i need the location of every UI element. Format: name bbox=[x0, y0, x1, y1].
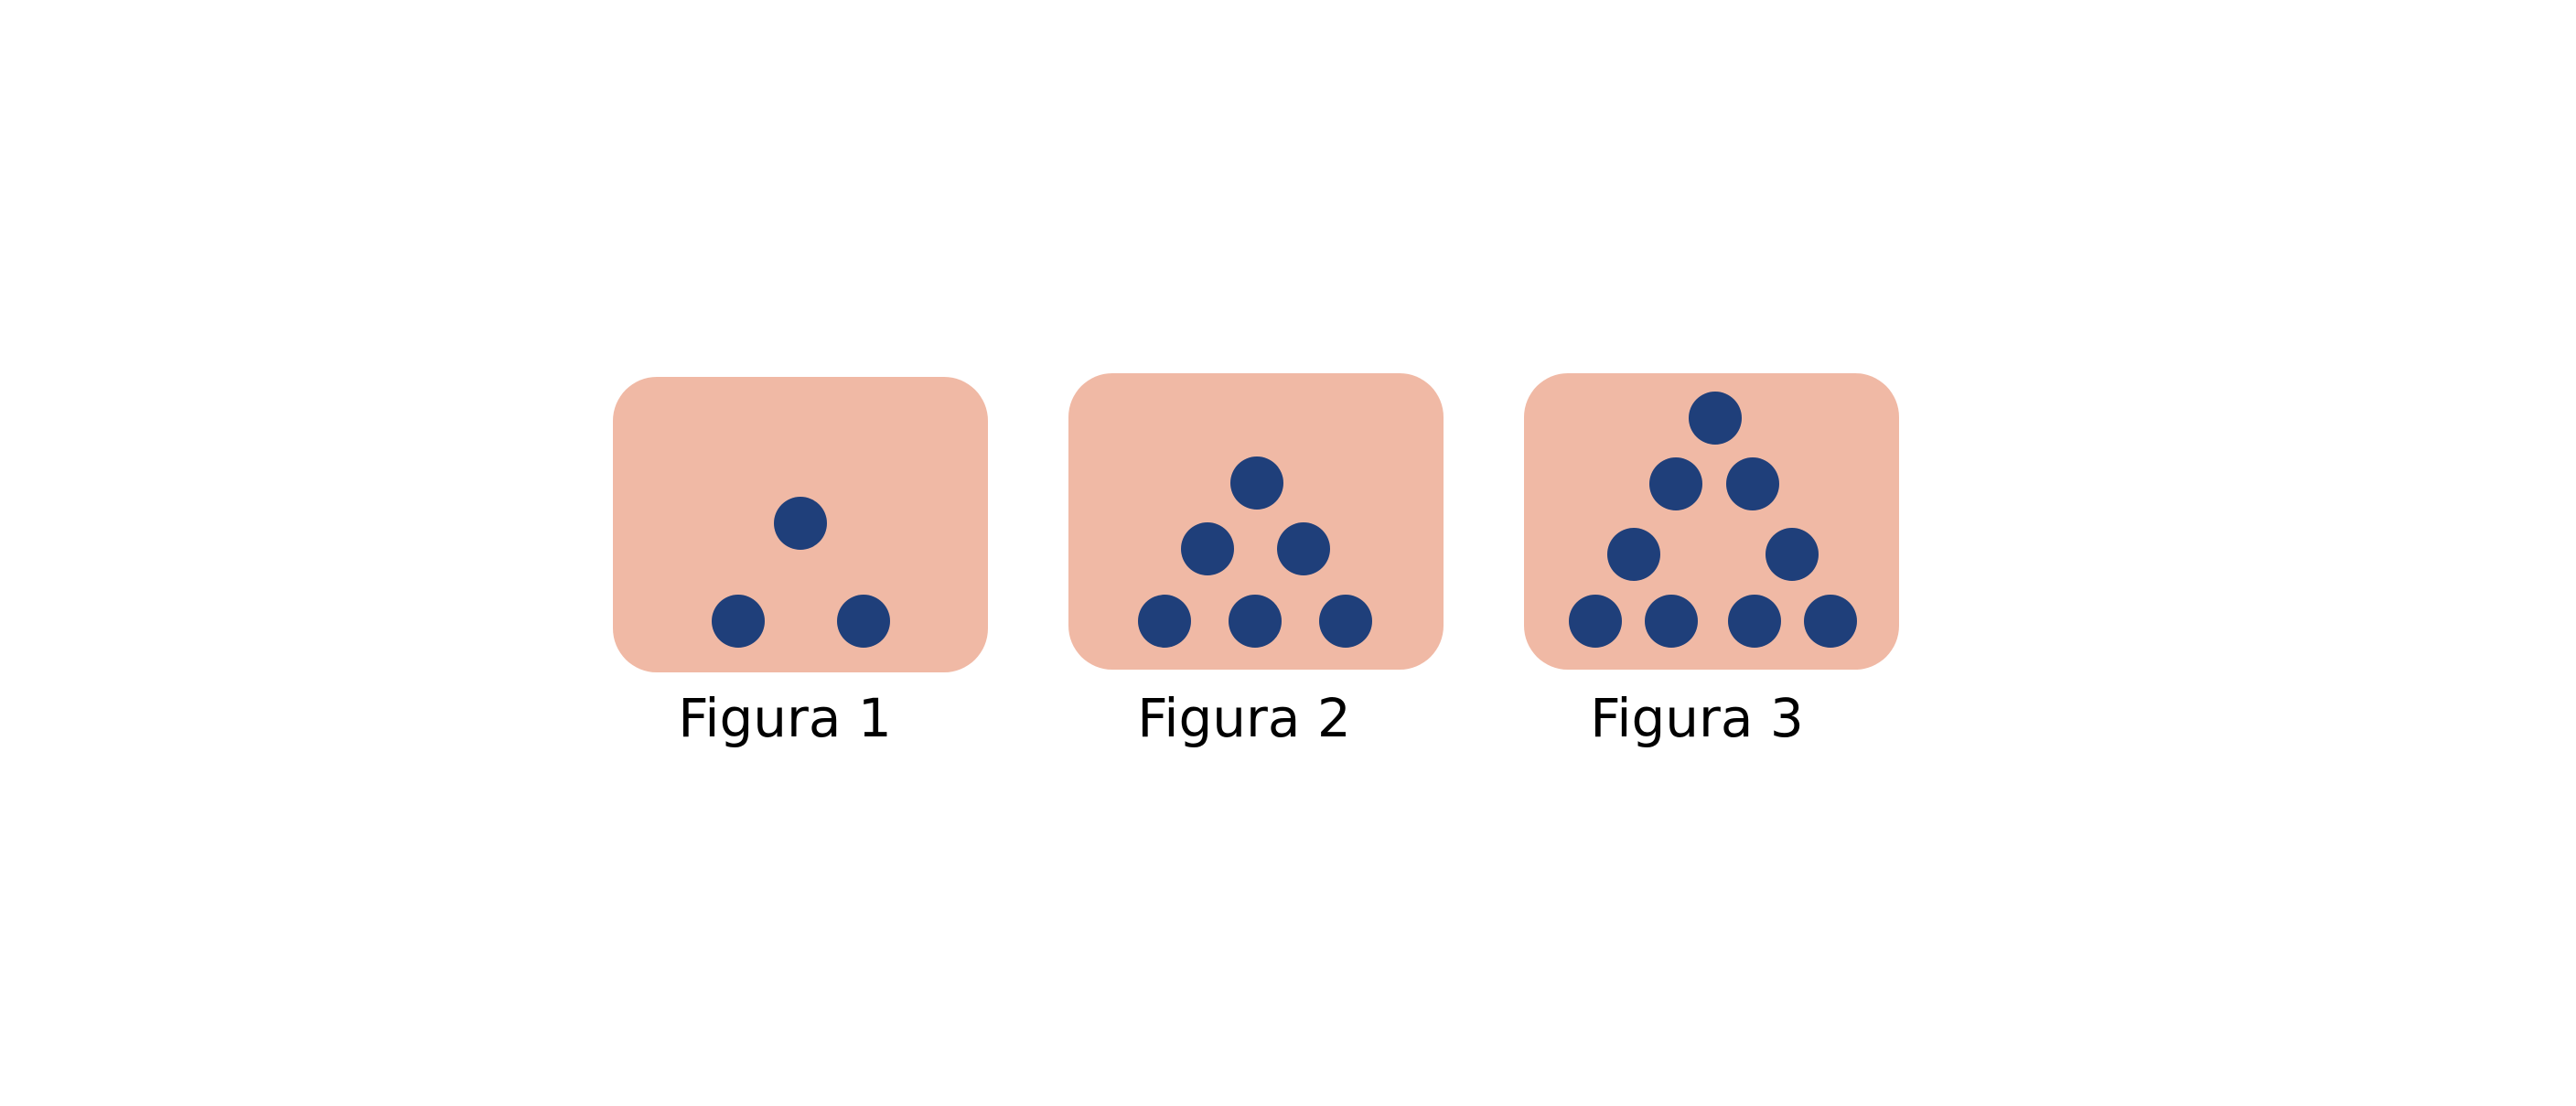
figure-2-dot-1 bbox=[1230, 456, 1283, 510]
figure-1-panel bbox=[613, 377, 988, 672]
figure-1-dot-1 bbox=[774, 497, 827, 550]
figure-3-background bbox=[1524, 373, 1899, 670]
figure-2-panel bbox=[1068, 373, 1444, 670]
figure-2-dot-5 bbox=[1229, 595, 1282, 648]
figure-1-dot-3 bbox=[837, 595, 890, 648]
figure-3-dot-1 bbox=[1689, 392, 1742, 445]
figure-3-dot-9 bbox=[1804, 595, 1857, 648]
figure-3-dot-6 bbox=[1569, 595, 1622, 648]
figure-1-caption: Figura 1 bbox=[678, 687, 892, 749]
figure-3-dot-5 bbox=[1766, 528, 1819, 581]
figure-3-dot-7 bbox=[1645, 595, 1698, 648]
figure-3-panel bbox=[1524, 373, 1899, 670]
figure-3-dot-4 bbox=[1607, 528, 1660, 581]
figure-2-dot-6 bbox=[1319, 595, 1372, 648]
figure-2-caption: Figura 2 bbox=[1137, 687, 1351, 749]
figure-3-caption: Figura 3 bbox=[1590, 687, 1804, 749]
figure-2-dot-2 bbox=[1181, 522, 1234, 575]
figure-2-dot-3 bbox=[1277, 522, 1330, 575]
figure-3-dot-2 bbox=[1649, 457, 1702, 510]
figure-1-dot-2 bbox=[712, 595, 765, 648]
figure-2-dot-4 bbox=[1138, 595, 1191, 648]
figure-3-dot-8 bbox=[1728, 595, 1781, 648]
figure-3-dot-3 bbox=[1726, 457, 1779, 510]
